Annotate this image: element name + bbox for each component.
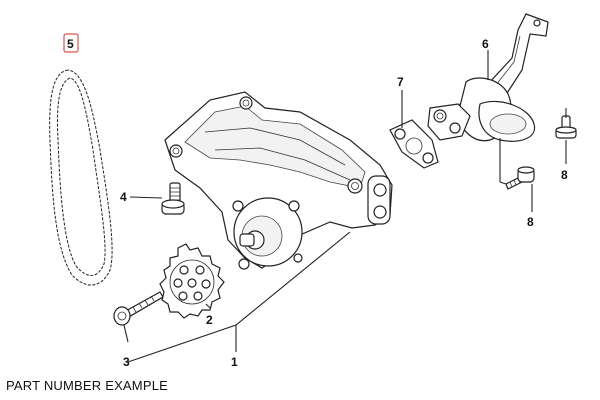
callout-4: 4: [120, 190, 127, 204]
caption: PART NUMBER EXAMPLE: [6, 378, 169, 393]
drive-sprocket: [159, 243, 225, 319]
leader-lines: [123, 50, 567, 363]
callout-7: 7: [397, 75, 404, 89]
callout-5-highlight-box: [63, 33, 79, 53]
callout-5: 5: [67, 37, 74, 51]
bolt-8-lower: [505, 166, 535, 190]
callout-6: 6: [482, 37, 489, 51]
bolt-4: [161, 182, 185, 215]
bolt-8-upper: [555, 115, 577, 139]
timing-chain: [49, 69, 113, 286]
bolt-3: [113, 291, 164, 326]
suction-pipe: [427, 13, 549, 142]
flange-gasket: [389, 119, 439, 169]
callout-8-lower: 8: [527, 215, 534, 229]
callout-8-upper: 8: [561, 168, 568, 182]
callout-2: 2: [206, 313, 213, 327]
callout-1: 1: [231, 355, 238, 369]
oil-pump-housing: [164, 91, 393, 270]
callout-3: 3: [123, 355, 130, 369]
callout-labels: 5 4 2 3 1 6 7 8 8: [63, 33, 568, 369]
